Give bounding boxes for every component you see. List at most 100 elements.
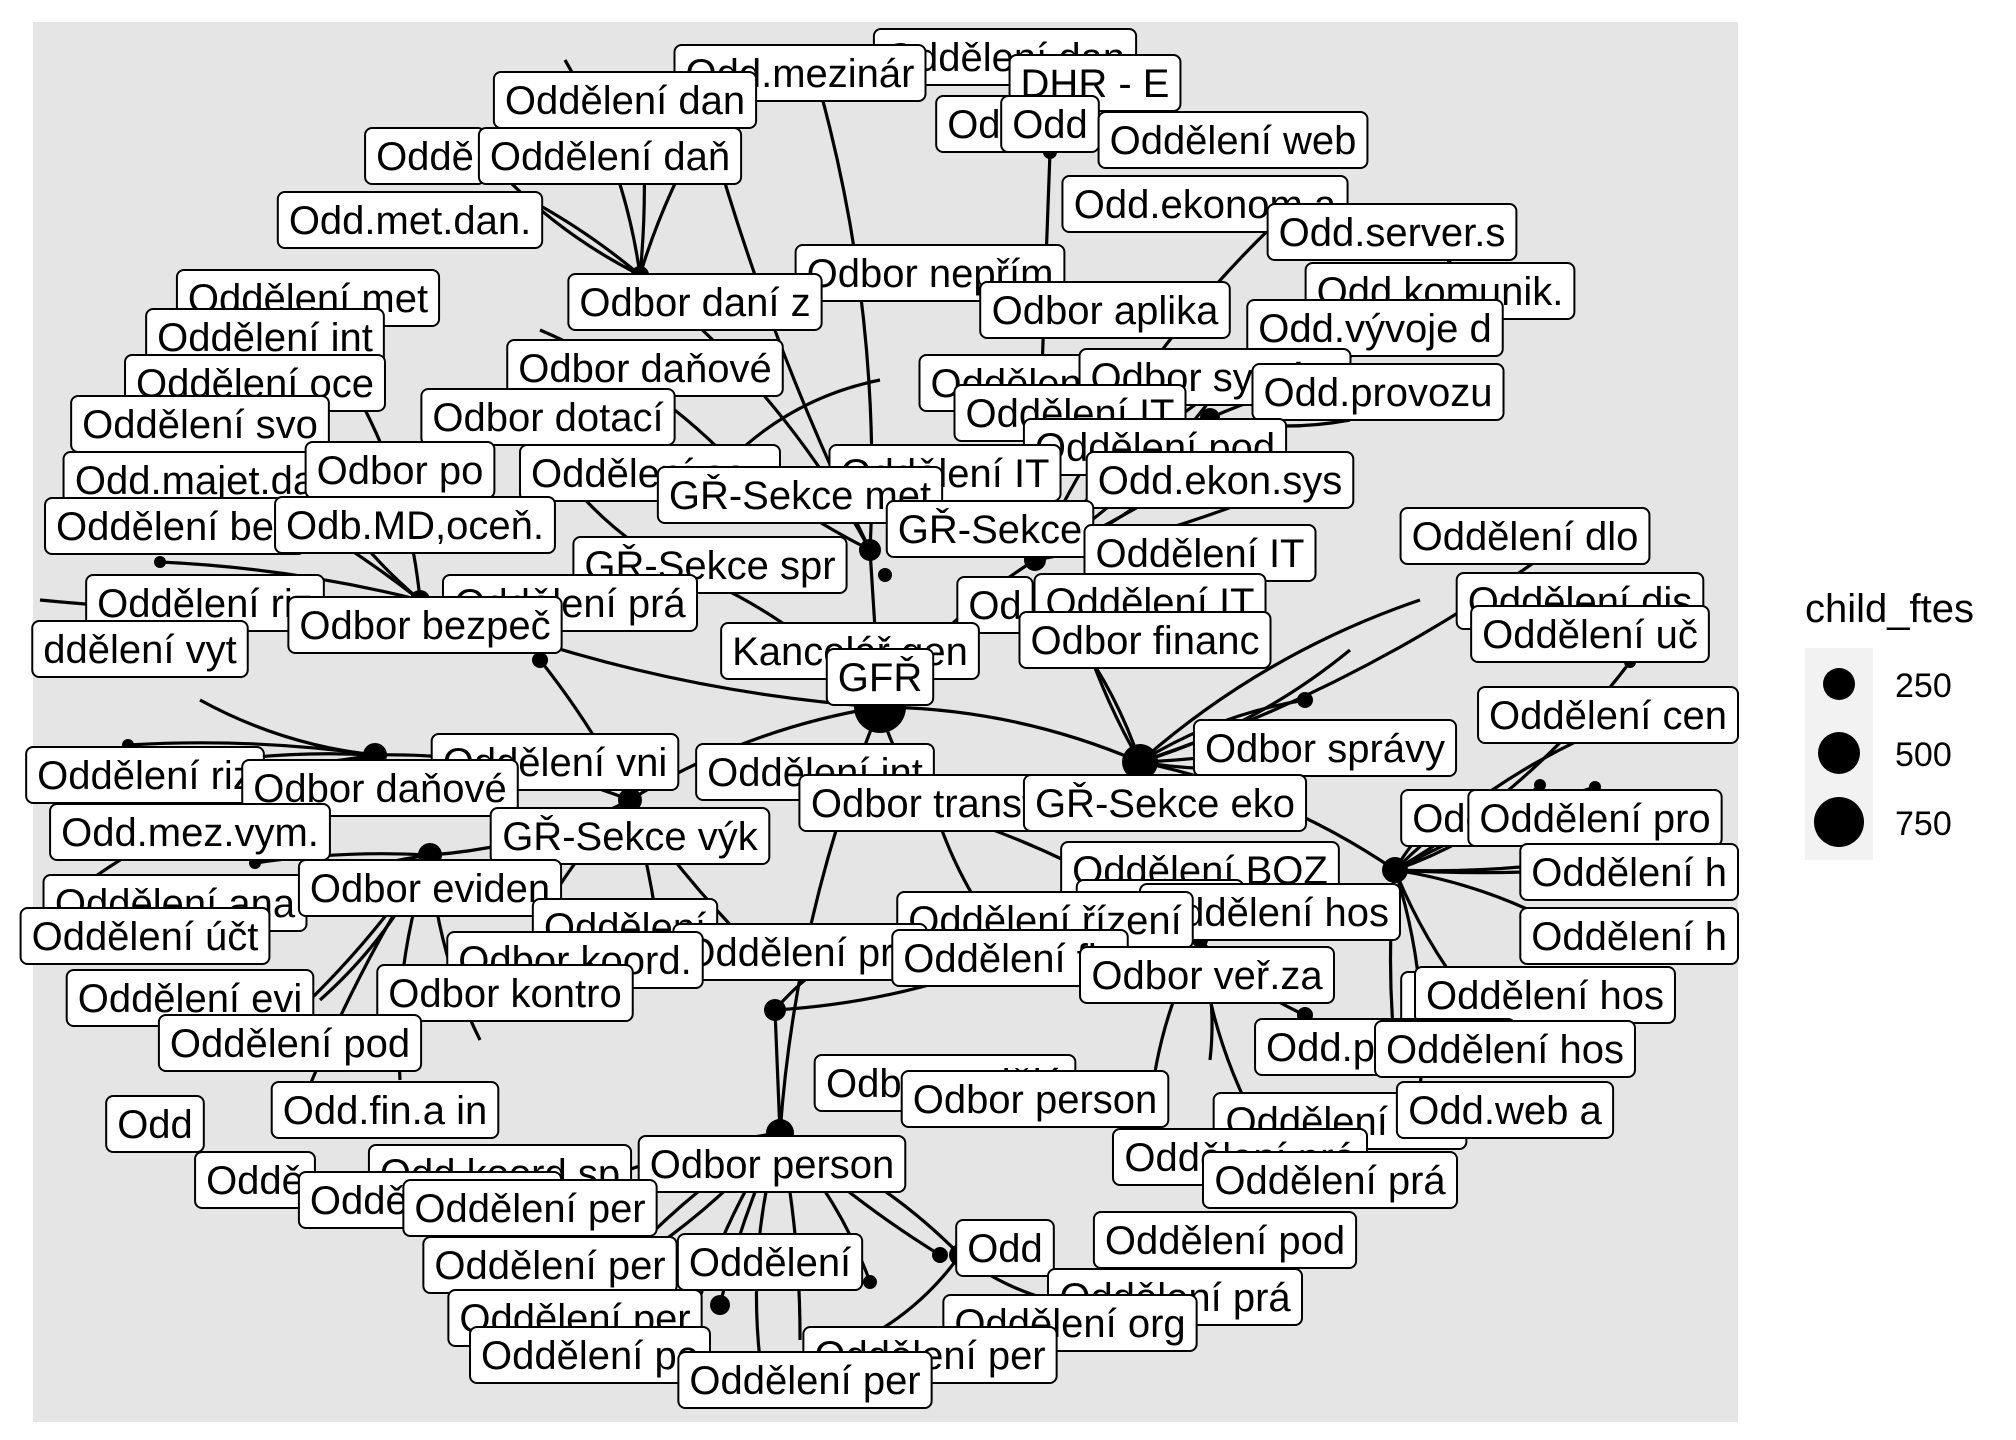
- node-label-text: Odbor bezpeč: [299, 604, 550, 648]
- node-label: GŘ-Sekce eko: [1022, 774, 1308, 832]
- node-label: Odbor bezpeč: [287, 596, 563, 654]
- node-label-text: Oddělení web: [1110, 119, 1357, 163]
- node-label-text: Odbor daňové: [518, 347, 772, 391]
- node: [1382, 857, 1408, 883]
- node-label: Od: [956, 576, 1034, 634]
- node-label: Oddělení svo: [70, 395, 330, 453]
- legend-key-500: [1818, 732, 1860, 774]
- node-label: Oddělení cen: [1477, 686, 1739, 744]
- legend-label-500: 500: [1895, 736, 1952, 774]
- node-label: Odbor aplika: [979, 281, 1231, 339]
- node: [859, 539, 881, 561]
- node-label: GŘ-Sekce výk: [489, 807, 771, 865]
- node-label-box: [1201, 1151, 1459, 1209]
- node-label-box: [376, 964, 634, 1022]
- node-label-text: Odd: [117, 1103, 193, 1147]
- node: [154, 556, 166, 568]
- node-label: Odd: [955, 1219, 1055, 1277]
- node-label: Oddělení IT: [1083, 524, 1317, 582]
- legend-key-250: [1823, 668, 1855, 700]
- node-label-text: GŘ-Sekce výk: [502, 814, 759, 859]
- node-label-text: Odd.met.dan.: [289, 199, 531, 243]
- node-label: Oddělení web: [1097, 111, 1369, 169]
- node-label: Odd: [105, 1095, 205, 1153]
- node-label-box: [1079, 946, 1335, 1004]
- node-label: Oddělení prá: [1201, 1151, 1459, 1209]
- node-label-text: Oddělení pod: [1105, 1219, 1345, 1263]
- node-label-text: Oddělení hos: [1386, 1028, 1624, 1072]
- node-label-text: Odd.ekon.sys: [1098, 459, 1343, 503]
- node-label-text: Oddě: [206, 1159, 304, 1203]
- node-label-text: Odbor dotací: [432, 396, 663, 440]
- node-label-box: [677, 1351, 933, 1409]
- node-label: Oddělení per: [677, 1351, 933, 1409]
- node-label-text: Odd.majet.da: [75, 459, 316, 503]
- node-label-text: Odd: [967, 1227, 1043, 1271]
- node-label-box: [955, 1219, 1055, 1277]
- node-label: Oddělení hos: [1374, 1020, 1636, 1078]
- node: [618, 788, 642, 812]
- node-label-box: [274, 496, 556, 554]
- node-label-box: [1251, 363, 1505, 421]
- node-label: Odd.server.s: [1266, 203, 1518, 261]
- node-label: Oddělení pro: [672, 923, 928, 981]
- node-label-text: Oddělení pe: [481, 1334, 699, 1378]
- node-label-box: [676, 1233, 864, 1291]
- node-label-box: [49, 803, 331, 861]
- node-label-box: [979, 281, 1231, 339]
- node-label: GŘ-Sekce: [885, 500, 1095, 558]
- node-label-box: [1519, 907, 1739, 965]
- node: [710, 1295, 730, 1315]
- node: [1534, 779, 1546, 791]
- node-label-text: Odd.mez.vym.: [61, 811, 319, 855]
- node-label: Oddělení h: [1519, 843, 1739, 901]
- node-label-text: Odd: [1012, 103, 1088, 147]
- node-label: Oddělení pe: [469, 1326, 711, 1384]
- node-label-text: Odbor daní z: [579, 281, 810, 325]
- node-label: Odd.majet.da: [62, 451, 328, 509]
- node-label: Odbor person: [637, 1135, 907, 1193]
- node-label-box: [1085, 451, 1355, 509]
- node-label: Oddělení h: [1519, 907, 1739, 965]
- node: [878, 568, 892, 582]
- node-label-box: [1266, 203, 1518, 261]
- node-label-text: Oddělení daň: [490, 135, 730, 179]
- node-label-text: Oddělení uč: [1482, 613, 1698, 657]
- node-label: Oddělení hos: [1414, 966, 1676, 1024]
- node-label-text: Oddělení riz: [37, 754, 253, 798]
- node-label-box: [270, 1081, 500, 1139]
- node-label-box: [1477, 686, 1739, 744]
- node-label-box: [1399, 507, 1651, 565]
- node-label-text: Oddělení h: [1531, 915, 1727, 959]
- node: [863, 1275, 877, 1289]
- node-label-text: Odbor person: [913, 1078, 1158, 1122]
- node-label-box: [287, 596, 563, 654]
- node-label-text: Odbor správy: [1205, 727, 1445, 771]
- node-label-box: [1470, 605, 1710, 663]
- node-label-text: Odbor veř.za: [1091, 954, 1323, 998]
- node-label: Oddělení per: [422, 1236, 678, 1294]
- node-label: ddělení vyt: [31, 620, 249, 678]
- legend-key-750: [1814, 797, 1864, 847]
- node-label-text: Oddělení dlo: [1412, 515, 1639, 559]
- node-label-box: [489, 807, 771, 865]
- node-label: Oddělení uč: [1470, 605, 1710, 663]
- node-label-box: [31, 620, 249, 678]
- node-label-text: Oddělení účt: [32, 915, 259, 959]
- node-label-text: Oddělení cen: [1489, 694, 1727, 738]
- node-label: Oddělení daň: [477, 127, 743, 185]
- node-label-text: Oddělení riz: [97, 582, 313, 626]
- node-label-text: Odb.MD,oceň.: [286, 504, 544, 548]
- node-label: Oddělení per: [402, 1179, 658, 1237]
- node-label-text: Odbor aplika: [992, 289, 1220, 333]
- node-label: Odbor po: [304, 441, 496, 499]
- node-label: Oddělení dlo: [1399, 507, 1651, 565]
- node-label-text: Oddělení per: [414, 1187, 645, 1231]
- node-label-text: Oddělení svo: [82, 403, 318, 447]
- node-label-text: Odd.web a: [1408, 1089, 1602, 1133]
- node-label: Oddělení bez: [44, 497, 306, 555]
- node-label-text: Odbor transf: [811, 782, 1034, 826]
- node-label: Odd.vývoje d: [1246, 299, 1504, 357]
- node-label-box: [477, 127, 743, 185]
- node-label: Odd.ekon.sys: [1085, 451, 1355, 509]
